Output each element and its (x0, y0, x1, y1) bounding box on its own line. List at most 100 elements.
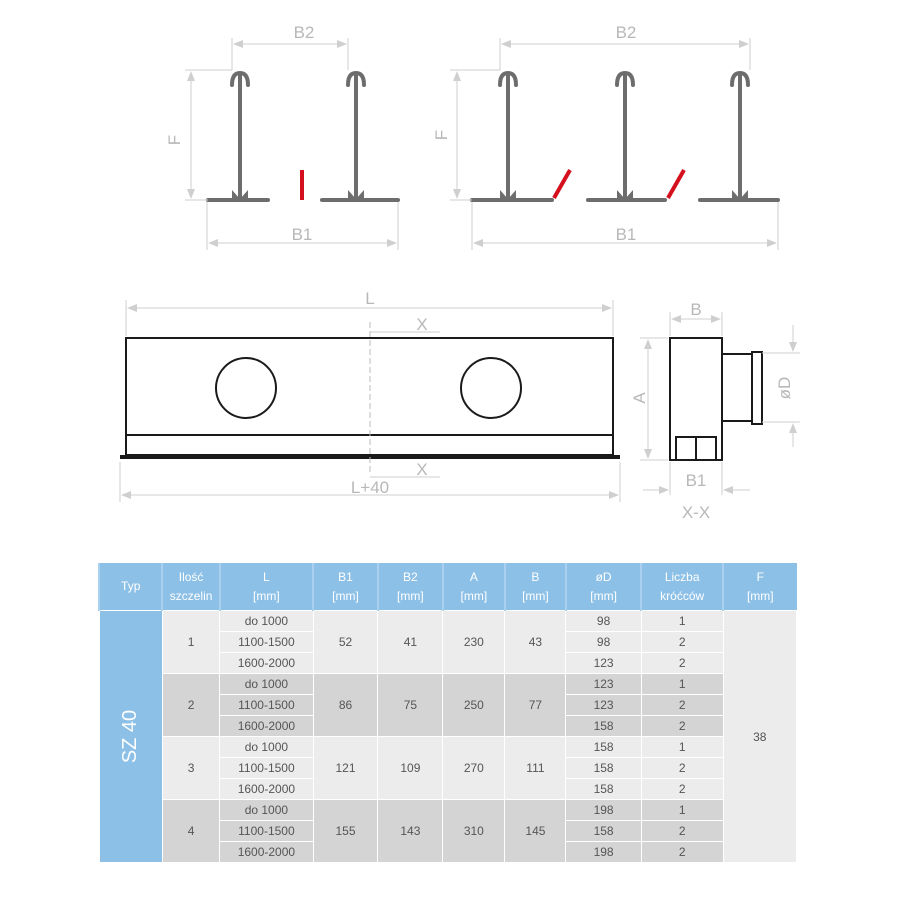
table-cell: 2 (640, 694, 724, 716)
header-text: [mm] (460, 588, 488, 603)
table-cell: 143 (377, 799, 444, 863)
table-cell: 2 (640, 715, 724, 737)
column-header: Liczba króćców (640, 563, 724, 611)
table-cell: 98 (565, 610, 642, 632)
table-cell: 1600-2000 (219, 652, 314, 674)
table-cell: 1 (161, 610, 221, 674)
header-text: B1 (338, 569, 353, 584)
table-cell: 4 (161, 799, 221, 863)
table-cell: 3 (161, 736, 221, 800)
table-cell: 123 (565, 652, 642, 674)
header-text: [mm] (332, 588, 359, 603)
l40-label: L+40 (351, 478, 389, 497)
column-header: B1 [mm] (312, 563, 378, 611)
table-cell: 2 (640, 820, 724, 842)
table-cell: do 1000 (219, 736, 314, 758)
header-text: [mm] (746, 588, 774, 603)
table-cell: 158 (565, 778, 642, 800)
section-view: B A øD B1 X-X (630, 300, 800, 522)
b1-label: B1 (292, 225, 313, 244)
table-cell: 1600-2000 (219, 715, 314, 737)
table-cell: 2 (640, 841, 724, 863)
header-text: szczelin (169, 588, 213, 603)
table-cell: 1 (640, 799, 724, 821)
table-cell: 158 (565, 757, 642, 779)
table-cell: 2 (161, 673, 221, 737)
slot-profiles (206, 70, 780, 202)
table-cell: 75 (377, 673, 444, 737)
damper-blade (666, 169, 686, 199)
spigot-circle (215, 357, 277, 419)
table-cell: 158 (565, 715, 642, 737)
table-cell: 198 (565, 841, 642, 863)
table-cell: 1600-2000 (219, 841, 314, 863)
top-left-dimensions: B2 F B1 (165, 23, 399, 250)
table-cell: 1100-1500 (219, 820, 314, 842)
table-cell: do 1000 (219, 610, 314, 632)
table-cell: 230 (442, 610, 506, 674)
table-cell: 198 (565, 799, 642, 821)
table-cell: 1 (640, 736, 724, 758)
table-cell: 111 (504, 736, 567, 800)
column-header: B2 [mm] (376, 563, 443, 611)
table-cell: 1100-1500 (219, 694, 314, 716)
table-cell: 109 (377, 736, 444, 800)
a-label: A (630, 392, 649, 404)
table-cell: do 1000 (219, 673, 314, 695)
header-text: L (263, 569, 270, 584)
table-cell: 145 (504, 799, 567, 863)
header-text: Ilość (178, 569, 204, 584)
table-cell: 98 (565, 631, 642, 653)
b2-label: B2 (294, 23, 315, 42)
table-cell: 1100-1500 (219, 631, 314, 653)
top-right-dimensions: B2 F B1 (432, 23, 779, 250)
table-cell: 43 (504, 610, 567, 674)
header-text: [mm] (397, 588, 424, 603)
table-cell: 2 (640, 778, 724, 800)
column-header: Typ (97, 563, 163, 611)
header-text: A (469, 569, 478, 584)
table-cell: 1100-1500 (219, 757, 314, 779)
table-cell: 1 (640, 610, 724, 632)
column-header: øD[mm] (564, 563, 642, 611)
b2-label: B2 (616, 23, 637, 42)
header-text: B (531, 569, 540, 584)
x-label-bottom: X (416, 460, 427, 479)
f-label: F (432, 130, 451, 140)
column-header: L[mm] (218, 563, 314, 611)
f-label: F (165, 135, 184, 145)
header-text: F (756, 569, 764, 584)
header-text: Liczba (664, 569, 700, 584)
section-title: X-X (682, 503, 710, 522)
table-cell: 41 (377, 610, 444, 674)
table-cell: 77 (504, 673, 567, 737)
table-cell: 158 (565, 820, 642, 842)
column-header: Ilość szczelin (161, 563, 220, 611)
table-cell: 52 (312, 610, 379, 674)
table-cell: 86 (312, 673, 379, 737)
table-cell: 270 (442, 736, 506, 800)
table-cell: 1 (640, 673, 724, 695)
header-text: [mm] (522, 588, 549, 603)
header-text: B2 (403, 569, 418, 584)
header-text: króćców (660, 588, 705, 603)
technical-drawings: B2 F B1 B2 F B1 L X X L+40 B A øD B1 X-X (119, 23, 800, 522)
column-header: F [mm] (722, 563, 797, 611)
table-cell: 158 (565, 736, 642, 758)
d-label: øD (775, 377, 794, 400)
table-cell: SZ 40 (98, 610, 163, 863)
table-cell: 2 (640, 652, 724, 674)
l-label: L (365, 289, 374, 308)
table-cell: 2 (640, 631, 724, 653)
table-cell: 38 (722, 610, 798, 863)
